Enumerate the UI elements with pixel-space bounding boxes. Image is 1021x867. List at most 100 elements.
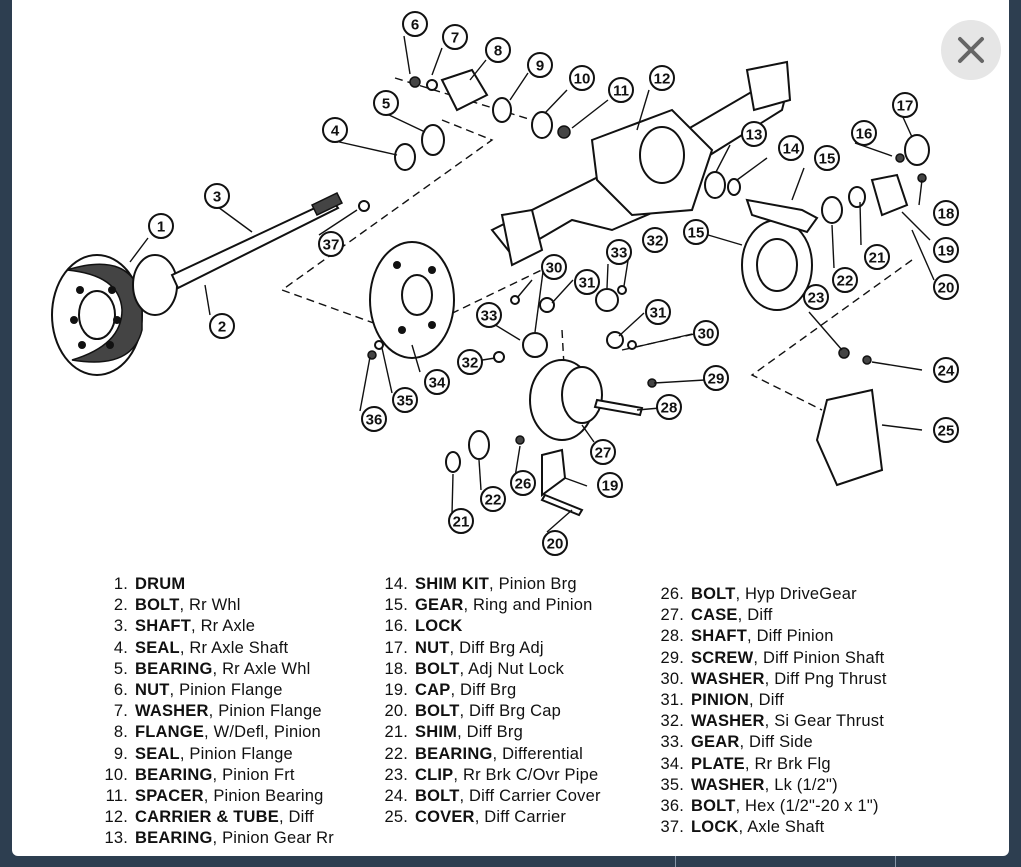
- callout-label: 30: [546, 260, 563, 277]
- legend-part-name: WASHER: [135, 702, 209, 721]
- legend-part-name: SHIM KIT: [415, 575, 490, 593]
- legend-item: 29.SCREW, Diff Pinion Shaft: [648, 648, 887, 669]
- legend-item: 5.BEARING, Rr Axle Whl: [98, 659, 334, 680]
- legend-item: 19.CAP, Diff Brg: [372, 680, 601, 701]
- callout-label: 26: [515, 476, 532, 493]
- toolbar-segment[interactable]: [675, 856, 896, 867]
- callout-31: 31: [645, 299, 671, 325]
- legend-part-desc: , Lk (1/2"): [764, 775, 838, 794]
- callout-4: 4: [322, 117, 348, 143]
- legend-item: 31.PINION, Diff: [648, 690, 887, 711]
- legend-part-desc: , Diff Carrier Cover: [459, 786, 601, 805]
- legend-part-name: BOLT: [415, 786, 460, 805]
- leader-line: [469, 59, 487, 81]
- callout-label: 33: [611, 245, 628, 262]
- leader-line: [618, 312, 645, 337]
- callout-label: 29: [708, 371, 725, 388]
- legend-part-desc: , Hyp DriveGear: [735, 585, 857, 603]
- callout-label: 28: [661, 400, 678, 417]
- legend-part-name: BOLT: [135, 596, 180, 615]
- callout-label: 16: [856, 126, 873, 143]
- toolbar-segment[interactable]: [895, 856, 1021, 867]
- callout-label: 33: [481, 308, 498, 325]
- legend-part-name: PLATE: [691, 754, 745, 773]
- legend-part-desc: , Adj Nut Lock: [459, 659, 565, 678]
- leader-line: [564, 477, 588, 487]
- callout-25: 25: [933, 417, 959, 443]
- callout-label: 37: [323, 237, 340, 254]
- callout-label: 17: [897, 98, 914, 115]
- legend-item: 27.CASE, Diff: [648, 605, 887, 626]
- legend-part-desc: , Rr Axle Whl: [212, 659, 311, 678]
- legend-part-name: BOLT: [415, 659, 460, 678]
- legend-part-desc: , Diff: [737, 606, 773, 625]
- callout-label: 11: [613, 83, 629, 100]
- legend-item: 8.FLANGE, W/Defl, Pinion: [98, 722, 334, 743]
- callout-label: 22: [837, 273, 854, 290]
- leader-line: [381, 347, 393, 394]
- legend-number: 37.: [660, 818, 684, 837]
- leader-line: [534, 263, 545, 333]
- legend-part-name: FLANGE: [135, 723, 205, 742]
- legend-part-name: CAP: [415, 680, 451, 699]
- callout-10: 10: [569, 65, 595, 91]
- leader-line: [551, 279, 574, 304]
- legend-part-name: BEARING: [135, 829, 213, 848]
- legend-item: 2.BOLT, Rr Whl: [98, 595, 334, 616]
- legend-part-name: WASHER: [691, 775, 765, 794]
- callout-3: 3: [204, 183, 230, 209]
- callout-label: 34: [429, 375, 446, 392]
- legend-item: 18.BOLT, Adj Nut Lock: [372, 659, 601, 680]
- callout-label: 27: [595, 445, 612, 462]
- legend-part-desc: , Hex (1/2"-20 x 1"): [735, 796, 879, 815]
- legend-part-name: SHAFT: [135, 617, 191, 636]
- callout-label: 14: [783, 141, 800, 158]
- leader-line: [901, 211, 931, 241]
- callout-label: 1: [157, 219, 165, 236]
- legend-number: 23.: [384, 765, 408, 784]
- callout-label: 3: [213, 189, 221, 206]
- differential-case: [367, 285, 657, 517]
- legend-part-desc: , Ring and Pinion: [463, 596, 593, 615]
- callout-32: 32: [642, 227, 668, 253]
- legend-number: 30.: [660, 669, 684, 688]
- callout-37: 37: [318, 231, 344, 257]
- legend-part-name: SEAL: [135, 638, 180, 657]
- callout-1: 1: [148, 213, 174, 239]
- callout-35: 35: [392, 387, 418, 413]
- leader-line: [411, 344, 421, 373]
- leader-line: [736, 157, 768, 181]
- callout-36: 36: [361, 406, 387, 432]
- legend-part-desc: , Pinion Frt: [212, 765, 295, 784]
- leader-line: [334, 140, 398, 156]
- legend-part-name: COVER: [415, 808, 475, 827]
- leader-line: [606, 263, 609, 289]
- leader-line: [431, 47, 443, 76]
- legend-part-desc: , Si Gear Thrust: [764, 712, 884, 731]
- callout-label: 6: [411, 17, 419, 34]
- legend-item: 32.WASHER, Si Gear Thrust: [648, 711, 887, 732]
- leader-line: [514, 445, 521, 478]
- legend-item: 25.COVER, Diff Carrier: [372, 807, 601, 828]
- carrier-housing: [490, 60, 792, 267]
- legend-number: 36.: [660, 796, 684, 815]
- legend-number: 35.: [660, 775, 684, 794]
- leader-line: [451, 473, 454, 515]
- leader-line: [204, 284, 211, 316]
- leader-line: [918, 179, 923, 206]
- legend-number: 31.: [660, 690, 684, 709]
- callout-31: 31: [574, 269, 600, 295]
- close-button[interactable]: [941, 20, 1001, 80]
- callout-label: 30: [698, 326, 715, 343]
- legend-part-name: WASHER: [691, 669, 765, 688]
- legend-part-desc: , Diff: [278, 808, 314, 827]
- callout-34: 34: [424, 369, 450, 395]
- callout-label: 13: [746, 127, 763, 144]
- legend-item: 1.DRUM: [98, 574, 334, 595]
- callout-label: 19: [938, 243, 955, 260]
- leader-line: [129, 237, 149, 263]
- callout-20: 20: [933, 274, 959, 300]
